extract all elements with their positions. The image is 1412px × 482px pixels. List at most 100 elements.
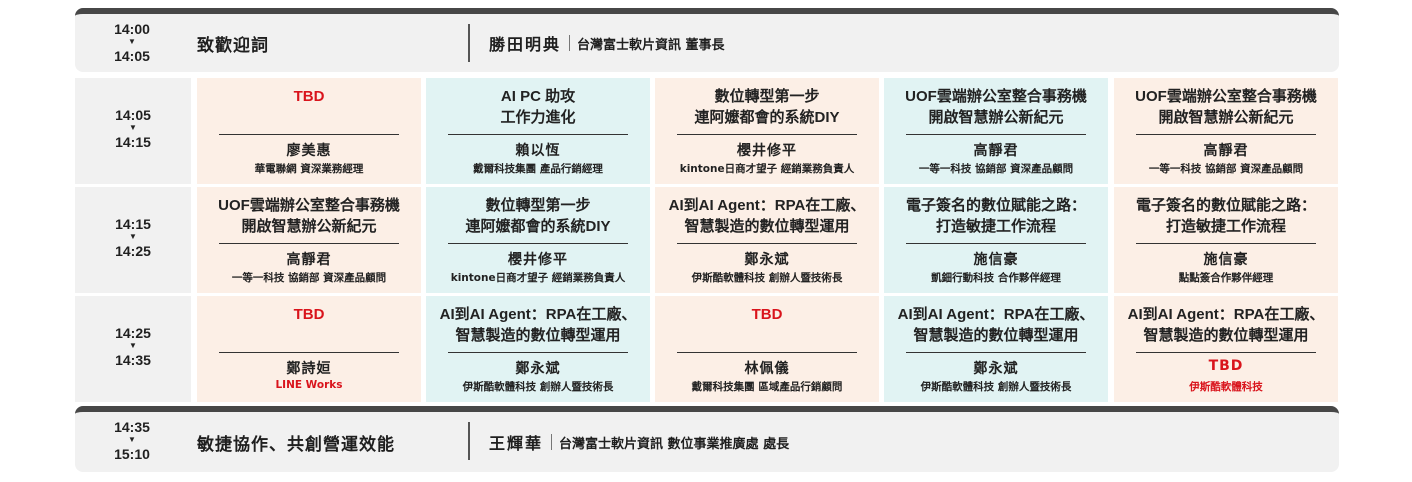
divider [448,352,628,353]
speaker-name: 櫻井修平 [737,143,797,159]
session-card: TBD 林佩儀戴爾科技集團 區域產品行銷顧問 [655,296,879,402]
speaker-name: 林佩儀 [744,361,790,377]
divider [906,352,1086,353]
time-end: 14:35 [115,352,151,368]
divider [448,134,628,135]
session-topic: TBD [293,88,325,105]
speaker-name: 高靜君 [286,252,332,268]
session-card: AI到AI Agent：RPA在工廠、 智慧製造的數位轉型運用鄭永斌伊斯酷軟體科… [426,296,650,402]
divider [219,243,399,244]
session-topic: AI到AI Agent：RPA在工廠、 智慧製造的數位轉型運用 [668,197,866,235]
opening-title: 致歡迎詞 [197,35,269,56]
session-card: AI PC 助攻 工作力進化賴以恆戴爾科技集團 產品行銷經理 [426,78,650,184]
slot-time: 14:05▼14:15 [75,108,191,149]
session-card: 電子簽名的數位賦能之路： 打造敏捷工作流程施信豪點點簽合作夥伴經理 [1114,187,1338,293]
speaker-name: 鄭永斌 [744,252,790,268]
divider [906,243,1086,244]
speaker-org: 一等一科技 協銷部 資深產品顧問 [231,272,387,284]
separator [569,35,571,51]
time-end: 14:15 [115,134,151,150]
session-topic: AI PC 助攻 工作力進化 [500,88,576,126]
closing-title: 敏捷協作、共創營運效能 [197,434,395,455]
session-topic: 數位轉型第一步 連阿嬤都會的系統DIY [694,88,840,126]
speaker-org: 戴爾科技集團 區域產品行銷顧問 [691,381,843,393]
session-card: AI到AI Agent：RPA在工廠、 智慧製造的數位轉型運用鄭永斌伊斯酷軟體科… [884,296,1108,402]
speaker-org: 點點簽合作夥伴經理 [1178,272,1274,284]
speaker-name: 鄭詩姮 [286,361,332,377]
divider [219,352,399,353]
divider [1136,134,1316,135]
speaker-org: 一等一科技 協銷部 資深產品顧問 [918,163,1074,175]
speaker-name: 高靜君 [1203,143,1249,159]
speaker-name: 廖美惠 [286,143,332,159]
divider [677,352,857,353]
session-topic: UOF雲端辦公室整合事務機 開啟智慧辦公新紀元 [218,197,400,235]
divider [677,243,857,244]
divider [1136,352,1316,353]
session-card: 數位轉型第一步 連阿嬤都會的系統DIY 櫻井修平 kintone日商才望子 經銷業務… [426,187,650,293]
slot-time-cell: 14:05▼14:15 [75,78,191,184]
divider [448,243,628,244]
session-topic: AI到AI Agent：RPA在工廠、 智慧製造的數位轉型運用 [1127,306,1325,344]
session-card: TBD 廖美惠華電聯網 資深業務經理 [197,78,421,184]
opening-time: 14:00 ▼ 14:05 [75,22,189,63]
time-start: 14:00 [114,21,150,37]
slot-time: 14:25▼ 14:35 [75,326,191,367]
session-card: UOF雲端辦公室整合事務機 開啟智慧辦公新紀元高靜君一等一科技 協銷部 資深產品… [884,78,1108,184]
slot-time-cell: 14:25▼ 14:35 [75,296,191,402]
session-card: AI到AI Agent：RPA在工廠、 智慧製造的數位轉型運用鄭永斌伊斯酷軟體科… [655,187,879,293]
slot-time: 14:15▼14:25 [75,217,191,258]
triangle-down-icon: ▼ [129,341,137,350]
time-end: 14:05 [114,48,150,64]
divider [468,24,470,62]
speaker-name: 賴以恆 [515,143,561,159]
divider [468,422,470,460]
speaker-name: 櫻井修平 [508,252,568,268]
session-topic: AI到AI Agent：RPA在工廠、 智慧製造的數位轉型運用 [439,306,637,344]
speaker-org: 台灣富士軟片資訊 董事長 [577,37,725,53]
divider [677,134,857,135]
session-topic: 電子簽名的數位賦能之路： 打造敏捷工作流程 [1135,197,1316,235]
session-card: UOF雲端辦公室整合事務機 開啟智慧辦公新紀元高靜君一等一科技 協銷部 資深產品… [1114,78,1338,184]
separator [551,434,553,450]
session-topic: AI到AI Agent：RPA在工廠、 智慧製造的數位轉型運用 [897,306,1095,344]
opening-band: 14:00 ▼ 14:05 致歡迎詞 勝田明典 台灣富士軟片資訊 董事長 [75,8,1339,72]
session-card: 數位轉型第一步 連阿嬤都會的系統DIY 櫻井修平 kintone日商才望子 經銷業務… [655,78,879,184]
opening-speaker: 勝田明典 台灣富士軟片資訊 董事長 [489,14,725,72]
time-start: 14:35 [114,419,150,435]
speaker-org: 伊斯酷軟體科技 創辦人暨技術長 [462,381,614,393]
speaker-org: kintone日商才望子 經銷業務負責人 [679,163,855,175]
speaker-name: 鄭永斌 [515,361,561,377]
session-topic: 電子簽名的數位賦能之路： 打造敏捷工作流程 [905,197,1086,235]
time-start: 14:25 [115,325,151,341]
triangle-down-icon: ▼ [128,37,136,46]
session-card: UOF雲端辦公室整合事務機 開啟智慧辦公新紀元高靜君一等一科技 協銷部 資深產品… [197,187,421,293]
speaker-name: 施信豪 [973,252,1019,268]
speaker-org: 伊斯酷軟體科技 [1189,381,1263,393]
speaker-org: LINE Works [275,379,343,391]
speaker-org: 戴爾科技集團 產品行銷經理 [473,163,603,175]
time-start: 14:15 [115,216,151,232]
session-topic: TBD [751,306,783,323]
session-topic: UOF雲端辦公室整合事務機 開啟智慧辦公新紀元 [905,88,1087,126]
session-topic: UOF雲端辦公室整合事務機 開啟智慧辦公新紀元 [1135,88,1317,126]
time-end: 15:10 [114,446,150,462]
speaker-org: 一等一科技 協銷部 資深產品顧問 [1148,163,1304,175]
speaker-org: kintone日商才望子 經銷業務負責人 [450,272,626,284]
time-end: 14:25 [115,243,151,259]
time-start: 14:05 [115,107,151,123]
triangle-down-icon: ▼ [128,435,136,444]
session-card: 電子簽名的數位賦能之路： 打造敏捷工作流程施信豪凱鈿行動科技 合作夥伴經理 [884,187,1108,293]
divider [1136,243,1316,244]
closing-time: 14:35 ▼ 15:10 [75,420,189,461]
session-topic: 數位轉型第一步 連阿嬤都會的系統DIY [465,197,611,235]
speaker-org: 華電聯網 資深業務經理 [254,163,364,175]
closing-speaker: 王輝華 台灣富士軟片資訊 數位事業推廣處 處長 [489,412,789,472]
speaker-name: 王輝華 [489,434,544,453]
slot-time-cell: 14:15▼14:25 [75,187,191,293]
speaker-org: 凱鈿行動科技 合作夥伴經理 [931,272,1061,284]
closing-band: 14:35 ▼ 15:10 敏捷協作、共創營運效能 王輝華 台灣富士軟片資訊 數… [75,406,1339,472]
speaker-org: 伊斯酷軟體科技 創辦人暨技術長 [691,272,843,284]
